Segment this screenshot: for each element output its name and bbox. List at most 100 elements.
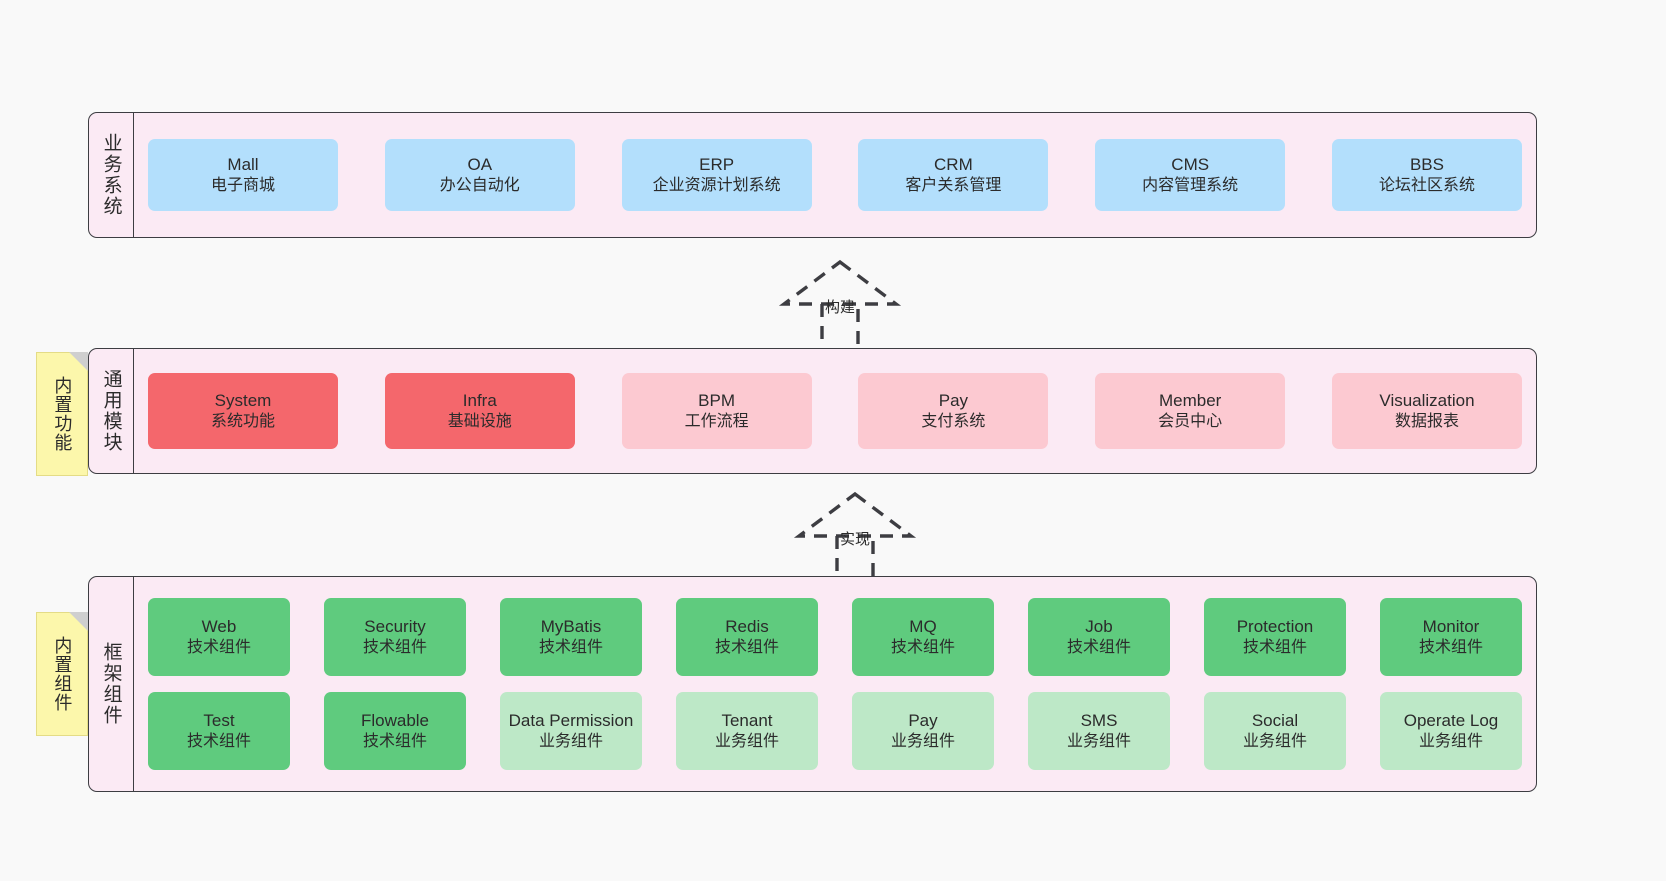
component-card[interactable]: BPM 工作流程 (621, 373, 812, 449)
component-card[interactable]: BBS 论坛社区系统 (1331, 139, 1522, 211)
card-title-en: BBS (1409, 154, 1444, 174)
card-title-en: CMS (1171, 154, 1210, 174)
card-title-cn: 业务组件 (1418, 732, 1483, 750)
component-card[interactable]: Pay 业务组件 (852, 692, 994, 770)
card-title-en: Monitor (1422, 616, 1480, 636)
component-card[interactable]: Infra 基础设施 (384, 373, 575, 449)
card-title-en: SMS (1080, 710, 1118, 730)
component-card[interactable]: Protection 技术组件 (1204, 598, 1346, 676)
card-row: Mall 电子商城 OA 办公自动化 ERP 企业资源计划系统 CRM 客户关系管理 CMS 内容… (148, 139, 1522, 211)
card-title-en: Data Permission (508, 710, 634, 730)
card-title-en: BPM (698, 390, 736, 410)
card-title-cn: 技术组件 (1418, 638, 1483, 656)
layer-body-business: Mall 电子商城 OA 办公自动化 ERP 企业资源计划系统 CRM 客户关系管理 CMS 内容… (134, 113, 1536, 237)
layer-business-systems: 业务系统 Mall 电子商城 OA 办公自动化 ERP 企业资源计划系统 CRM 客户关系管理… (88, 112, 1537, 238)
component-card[interactable]: ERP 企业资源计划系统 (621, 139, 812, 211)
card-title-cn: 论坛社区系统 (1378, 176, 1475, 194)
card-title-en: Security (364, 616, 426, 636)
card-title-cn: 技术组件 (362, 638, 427, 656)
card-title-en: System (214, 390, 272, 410)
card-title-cn: 会员中心 (1158, 412, 1223, 430)
card-title-cn: 业务组件 (538, 732, 603, 750)
layer-title-business: 业务系统 (89, 113, 134, 237)
card-title-cn: 电子商城 (210, 176, 275, 194)
card-title-en: Infra (462, 390, 497, 410)
card-title-cn: 内容管理系统 (1142, 176, 1239, 194)
component-card[interactable]: MyBatis 技术组件 (500, 598, 642, 676)
layer-title-common: 通用模块 (89, 349, 134, 473)
component-card[interactable]: Social 业务组件 (1204, 692, 1346, 770)
card-title-cn: 工作流程 (684, 412, 749, 430)
card-title-cn: 技术组件 (362, 732, 427, 750)
arrow-build: 构建 (760, 258, 920, 358)
card-title-en: Protection (1236, 616, 1314, 636)
card-title-cn: 客户关系管理 (905, 176, 1002, 194)
card-title-cn: 业务组件 (1066, 732, 1131, 750)
card-title-cn: 支付系统 (921, 412, 986, 430)
card-title-cn: 技术组件 (890, 638, 955, 656)
card-title-en: MQ (909, 616, 937, 636)
component-card[interactable]: System 系统功能 (148, 373, 338, 449)
card-title-en: Social (1251, 710, 1299, 730)
card-title-cn: 技术组件 (538, 638, 603, 656)
card-title-cn: 系统功能 (210, 412, 275, 430)
layer-title-framework: 框架组件 (89, 577, 134, 791)
card-title-en: Mall (227, 154, 259, 174)
layer-framework-components: 框架组件 Web 技术组件 Security 技术组件 MyBatis 技术组件 Redis… (88, 576, 1537, 792)
card-title-en: Job (1085, 616, 1113, 636)
component-card[interactable]: Security 技术组件 (324, 598, 466, 676)
component-card[interactable]: Test 技术组件 (148, 692, 290, 770)
card-title-en: Tenant (721, 710, 773, 730)
component-card[interactable]: MQ 技术组件 (852, 598, 994, 676)
card-title-en: MyBatis (540, 616, 602, 636)
card-title-en: Flowable (360, 710, 430, 730)
arrow-realize-label: 实现 (839, 531, 870, 548)
component-card[interactable]: Data Permission 业务组件 (500, 692, 642, 770)
component-card[interactable]: Flowable 技术组件 (324, 692, 466, 770)
component-card[interactable]: Job 技术组件 (1028, 598, 1170, 676)
arrow-realize: 实现 (775, 490, 935, 590)
card-title-cn: 企业资源计划系统 (652, 176, 781, 194)
card-title-en: Visualization (1379, 390, 1475, 410)
card-title-cn: 技术组件 (186, 638, 251, 656)
card-title-cn: 业务组件 (890, 732, 955, 750)
card-title-en: Test (203, 710, 235, 730)
component-card[interactable]: Pay 支付系统 (858, 373, 1049, 449)
card-title-en: Redis (725, 616, 769, 636)
note-builtin-components: 内置组件 (36, 612, 88, 736)
card-title-cn: 基础设施 (447, 412, 512, 430)
component-card[interactable]: Mall 电子商城 (148, 139, 338, 211)
component-card[interactable]: Web 技术组件 (148, 598, 290, 676)
card-title-cn: 技术组件 (1242, 638, 1307, 656)
card-title-cn: 业务组件 (1242, 732, 1307, 750)
component-card[interactable]: Visualization 数据报表 (1331, 373, 1522, 449)
component-card[interactable]: Tenant 业务组件 (676, 692, 818, 770)
component-card[interactable]: Monitor 技术组件 (1380, 598, 1522, 676)
component-card[interactable]: OA 办公自动化 (384, 139, 575, 211)
component-card[interactable]: SMS 业务组件 (1028, 692, 1170, 770)
card-title-cn: 业务组件 (714, 732, 779, 750)
card-title-cn: 技术组件 (186, 732, 251, 750)
card-title-cn: 技术组件 (1066, 638, 1131, 656)
component-card[interactable]: CMS 内容管理系统 (1095, 139, 1286, 211)
card-title-cn: 办公自动化 (439, 176, 520, 194)
card-title-en: CRM (934, 154, 973, 174)
component-card[interactable]: CRM 客户关系管理 (858, 139, 1049, 211)
card-title-en: ERP (699, 154, 735, 174)
card-title-en: OA (467, 154, 493, 174)
note-builtin-features: 内置功能 (36, 352, 88, 476)
card-title-en: Pay (908, 710, 938, 730)
arrow-build-label: 构建 (824, 299, 855, 316)
card-title-cn: 数据报表 (1394, 412, 1459, 430)
card-title-en: Web (201, 616, 237, 636)
card-title-en: Pay (938, 390, 969, 410)
